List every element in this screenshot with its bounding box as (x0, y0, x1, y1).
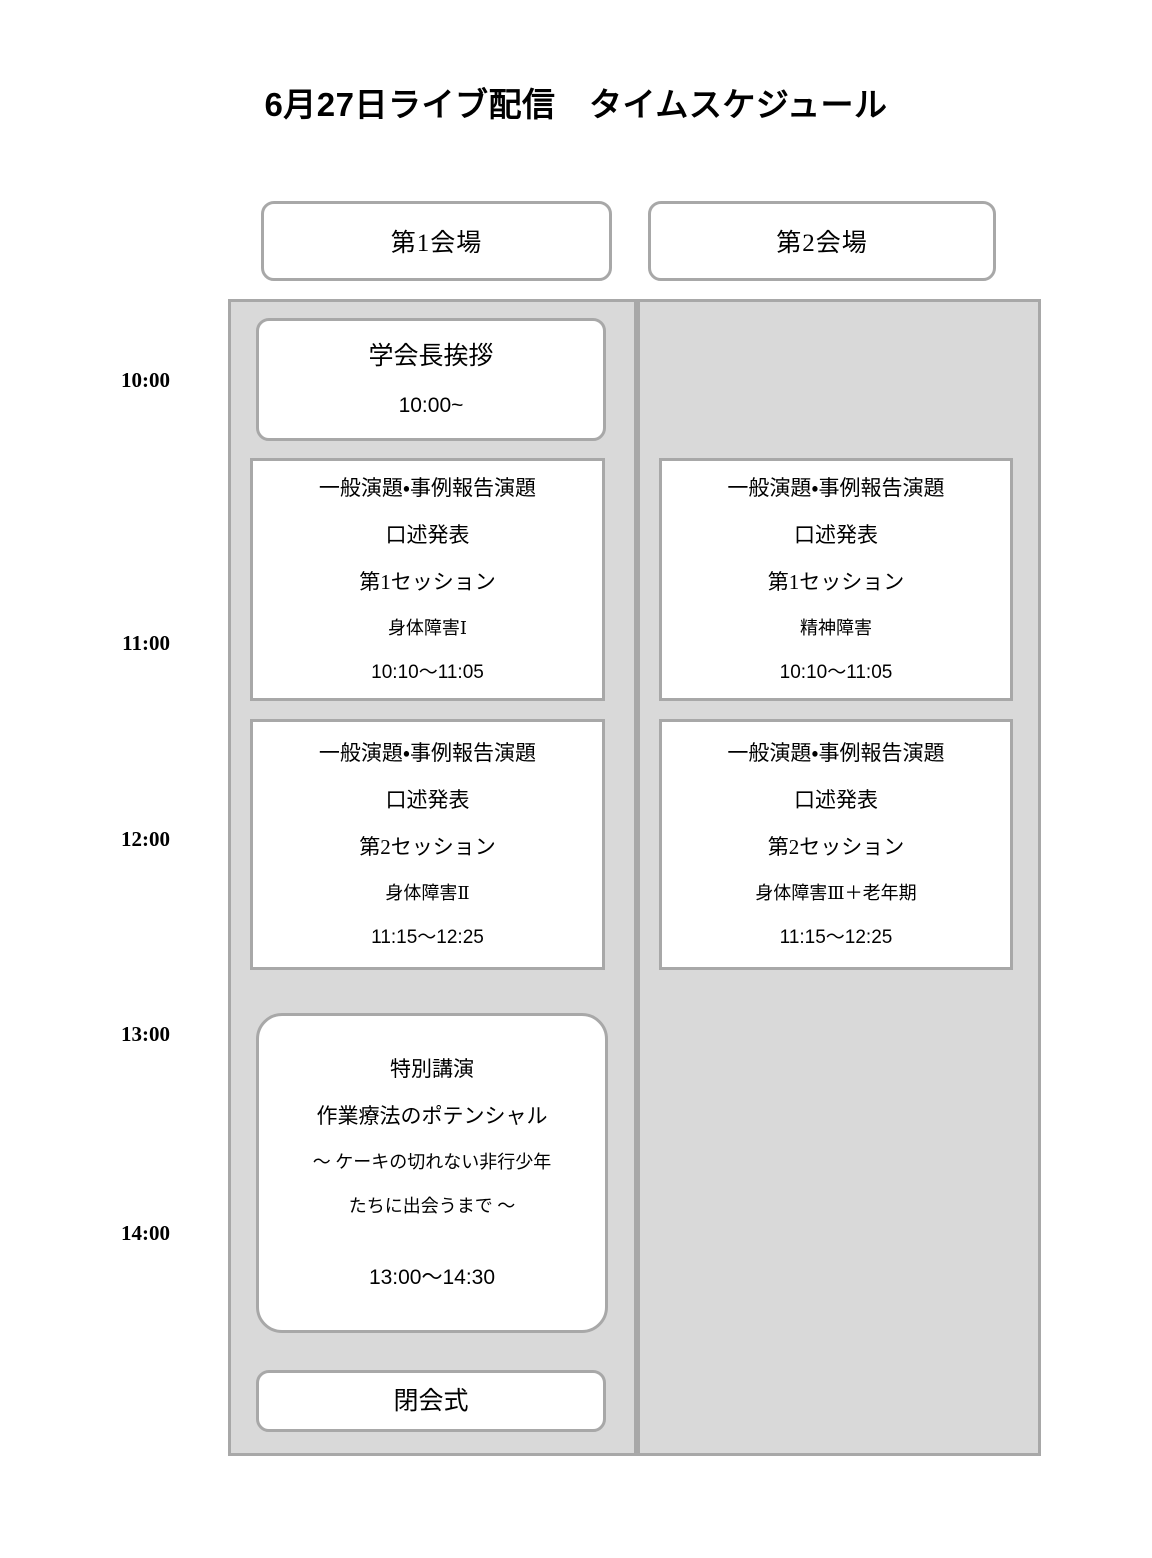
session-topic: 身体障害Ⅲ＋老年期 (755, 882, 917, 903)
session-time: 10:10〜11:05 (779, 661, 893, 683)
page-title: 6月27日ライブ配信 タイムスケジュール (264, 86, 888, 123)
special-lecture-title: 作業療法のポテンシャル (316, 1103, 548, 1128)
time-label-1400: 14:00 (121, 1221, 170, 1245)
session-card-venue1-session1: 一般演題・事例報告演題 口述発表 第1セッション 身体障害Ⅰ 10:10〜11:… (250, 458, 605, 701)
time-label-1300: 13:00 (121, 1022, 170, 1046)
closing-title: 閉会式 (393, 1387, 469, 1415)
session-format: 口述発表 (385, 522, 470, 547)
session-topic: 精神障害 (800, 617, 872, 638)
session-format: 口述発表 (794, 522, 878, 547)
opening-title: 学会長挨拶 (368, 342, 494, 370)
time-label-1200: 12:00 (121, 827, 170, 851)
session-card-venue2-session2: 一般演題・事例報告演題 口述発表 第2セッション 身体障害Ⅲ＋老年期 11:15… (659, 719, 1013, 970)
session-category: 一般演題・事例報告演題 (727, 740, 945, 765)
session-format: 口述発表 (385, 787, 470, 812)
opening-time: 10:00~ (398, 393, 464, 417)
session-number: 第2セッション (767, 834, 905, 859)
venue-header-2-label: 第2会場 (776, 230, 868, 257)
session-format: 口述発表 (794, 787, 878, 812)
session-category: 一般演題・事例報告演題 (318, 475, 537, 500)
session-topic: 身体障害Ⅰ (387, 617, 468, 638)
session-category: 一般演題・事例報告演題 (318, 740, 537, 765)
session-card-special-lecture: 特別講演 作業療法のポテンシャル ～ ケーキの切れない非行少年 たちに出会うまで… (256, 1013, 608, 1333)
session-card-opening: 学会長挨拶 10:00~ (256, 318, 606, 441)
session-number: 第1セッション (359, 569, 496, 594)
session-card-venue2-session1: 一般演題・事例報告演題 口述発表 第1セッション 精神障害 10:10〜11:0… (659, 458, 1013, 701)
session-time: 10:10〜11:05 (371, 661, 484, 683)
special-lecture-subtitle-line2: たちに出会うまで ～ (348, 1195, 516, 1216)
session-card-venue1-session2: 一般演題・事例報告演題 口述発表 第2セッション 身体障害Ⅱ 11:15〜12:… (250, 719, 605, 970)
special-lecture-subtitle-line1: ～ ケーキの切れない非行少年 (312, 1151, 552, 1172)
special-lecture-time: 13:00〜14:30 (368, 1265, 496, 1289)
session-category: 一般演題・事例報告演題 (727, 475, 945, 500)
session-card-closing: 閉会式 (256, 1370, 606, 1432)
session-time: 11:15〜12:25 (779, 926, 893, 948)
venue-header-2: 第2会場 (648, 201, 996, 281)
session-number: 第2セッション (359, 834, 496, 859)
venue-header-1: 第1会場 (261, 201, 612, 281)
session-topic: 身体障害Ⅱ (385, 882, 470, 903)
session-time: 11:15〜12:25 (371, 926, 484, 948)
session-number: 第1セッション (767, 569, 905, 594)
venue-header-1-label: 第1会場 (390, 230, 483, 257)
time-label-1000: 10:00 (121, 368, 170, 392)
time-label-1100: 11:00 (122, 631, 170, 655)
special-lecture-label: 特別講演 (390, 1056, 474, 1081)
